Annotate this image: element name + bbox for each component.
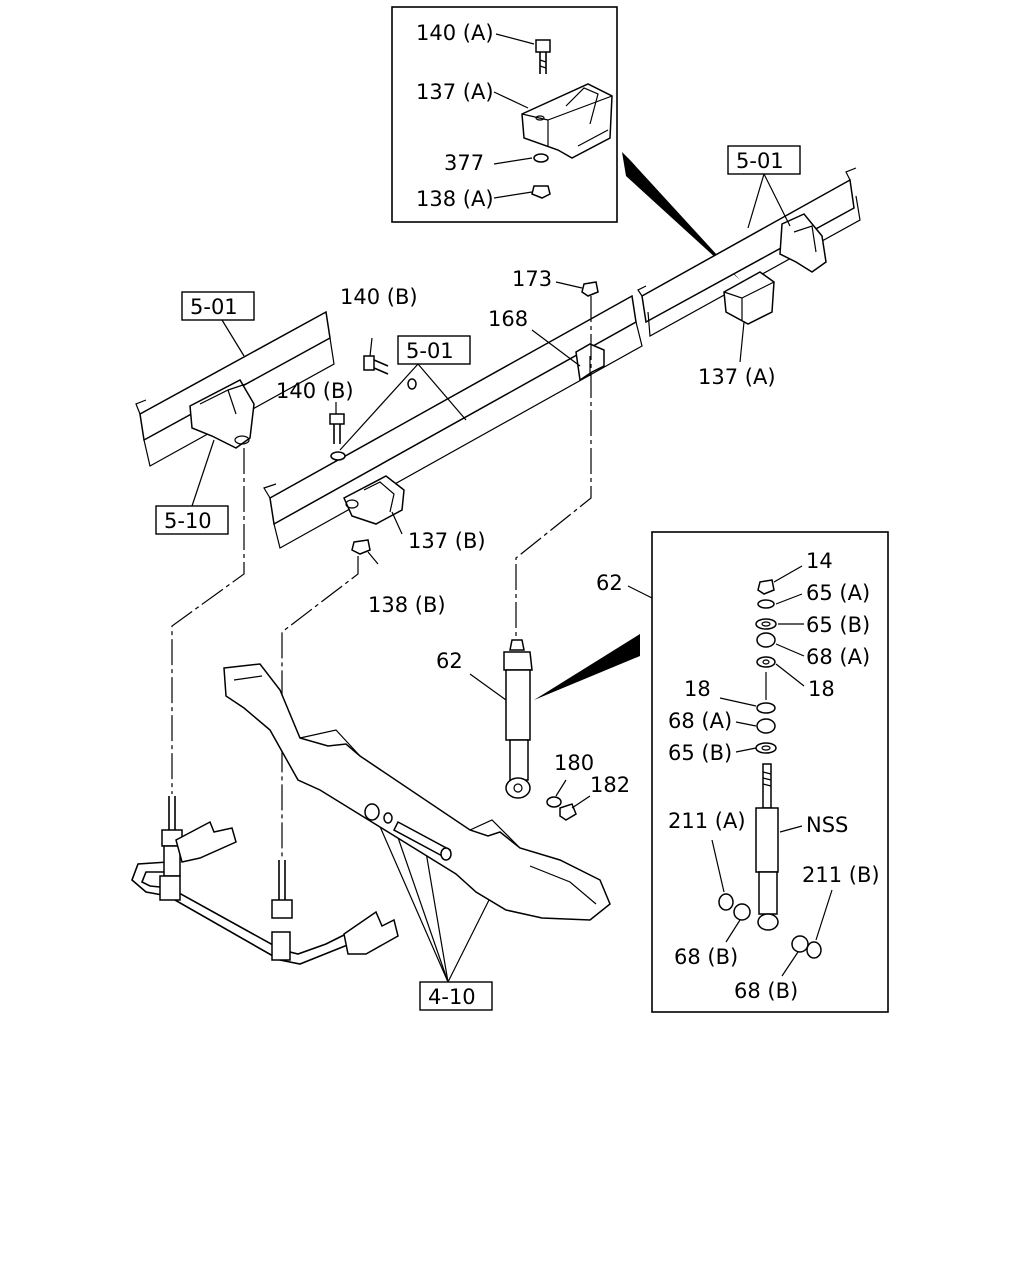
bolt-140b-upper <box>363 337 389 375</box>
svg-text:5-01: 5-01 <box>190 295 238 319</box>
washer-mid-rail <box>407 378 417 390</box>
top-inset: 140 (A) 137 (A) 377 138 (A) <box>391 6 618 223</box>
label-68a-top: 68 (A) <box>806 645 870 669</box>
label-65b-top: 65 (B) <box>806 613 870 637</box>
shock-inset-frame <box>651 531 889 1013</box>
bolt-140a <box>535 39 551 74</box>
shock-absorber-62 <box>503 639 533 799</box>
washer-65b-bottom <box>755 742 777 754</box>
shock-inset: 14 65 (A) 65 (B) 68 (A) 18 18 68 (A) 65 … <box>651 531 889 1013</box>
stabilizer-bar <box>131 796 399 965</box>
svg-text:5-10: 5-10 <box>164 509 212 533</box>
label-140b-lower: 140 (B) <box>276 379 354 403</box>
label-18-left: 18 <box>684 677 711 701</box>
label-nss: NSS <box>806 813 848 837</box>
zoom-pointer-shock <box>534 634 640 700</box>
svg-text:5-01: 5-01 <box>736 149 784 173</box>
front-axle <box>223 663 611 921</box>
frame-rail-right <box>637 167 861 337</box>
ref-box-4-10: 4-10 <box>419 981 493 1011</box>
washer-65a <box>757 599 775 609</box>
label-68b-2: 68 (B) <box>734 979 798 1003</box>
label-138a-inset: 138 (A) <box>416 187 494 211</box>
nut-138b <box>351 539 371 555</box>
label-211a: 211 (A) <box>668 809 746 833</box>
label-377: 377 <box>444 151 484 175</box>
bolt-140b-lower <box>329 402 345 444</box>
svg-text:5-01: 5-01 <box>406 339 454 363</box>
bushing-68b-left <box>733 903 751 921</box>
washer-65b-top <box>755 618 777 630</box>
label-137a: 137 (A) <box>698 365 776 389</box>
frame-rail-left <box>135 310 335 467</box>
nut-173 <box>581 281 599 297</box>
top-inset-frame <box>391 6 618 223</box>
label-173: 173 <box>512 267 552 291</box>
label-68a-left: 68 (A) <box>668 709 732 733</box>
cushion-211a <box>718 893 734 911</box>
label-140a-inset: 140 (A) <box>416 21 494 45</box>
label-65b-left: 65 (B) <box>668 741 732 765</box>
bushing-68b-right <box>791 935 809 953</box>
label-18-right: 18 <box>808 677 835 701</box>
label-182: 182 <box>590 773 630 797</box>
washer-180 <box>546 796 562 808</box>
ref-box-5-01-right: 5-01 <box>727 145 801 175</box>
ref-box-5-01-mid: 5-01 <box>397 335 471 365</box>
label-138b: 138 (B) <box>368 593 446 617</box>
svg-text:4-10: 4-10 <box>428 985 476 1009</box>
bushing-68a-top <box>756 632 776 648</box>
bushing-68a-bottom <box>756 718 776 734</box>
washer-mid <box>330 451 346 461</box>
washer-377 <box>533 153 549 163</box>
ref-box-5-01-left: 5-01 <box>181 291 255 321</box>
label-211b: 211 (B) <box>802 863 880 887</box>
label-180: 180 <box>554 751 594 775</box>
washer-18-top <box>756 656 776 668</box>
label-137b: 137 (B) <box>408 529 486 553</box>
label-140b-upper: 140 (B) <box>340 285 418 309</box>
label-65a: 65 (A) <box>806 581 870 605</box>
label-137a-inset: 137 (A) <box>416 80 494 104</box>
label-62-main: 62 <box>436 649 463 673</box>
label-68b-1: 68 (B) <box>674 945 738 969</box>
nut-138a <box>531 185 551 199</box>
zoom-pointer-top <box>622 152 740 280</box>
label-168: 168 <box>488 307 528 331</box>
label-62-inset: 62 <box>596 571 623 595</box>
ref-box-5-10: 5-10 <box>155 505 229 535</box>
shock-nss <box>755 763 779 931</box>
bracket-137a <box>521 83 613 159</box>
cushion-211b <box>806 941 822 959</box>
frame-rail-middle <box>263 294 643 549</box>
nut-14 <box>757 579 775 595</box>
washer-18-bottom <box>756 702 776 714</box>
label-14: 14 <box>806 549 833 573</box>
